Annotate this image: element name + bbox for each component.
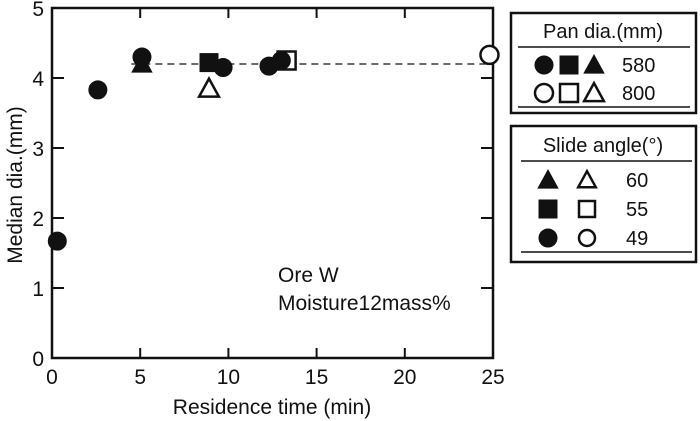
plot-area: 0 5 10 15 20 25 0 1 2 3 4 5 (32, 0, 504, 389)
data-point-circle-filled (88, 80, 108, 100)
y-tick-label: 0 (32, 348, 44, 371)
legend-marker-square-open (558, 82, 580, 104)
data-point-triangle-open (196, 76, 222, 98)
data-point-circle-filled (47, 231, 67, 251)
y-tick-label: 5 (32, 0, 44, 21)
legend-angle-60: 60 (626, 170, 648, 192)
legend-angle-title: Slide angle(°) (543, 135, 663, 157)
legend-marker-triangle-open (581, 80, 607, 103)
legend-pan-title: Pan dia.(mm) (543, 21, 663, 43)
legend-angle-49: 49 (626, 228, 648, 250)
x-tick-label: 20 (393, 366, 416, 389)
y-axis-label: Median dia.(mm) (4, 106, 27, 264)
legend-marker-square-filled (559, 55, 579, 75)
x-tick-label: 10 (217, 366, 240, 389)
x-axis-label: Residence time (min) (173, 396, 371, 419)
y-tick-label: 2 (32, 208, 44, 231)
legend-marker-circle-filled (534, 55, 554, 75)
annotation-ore: Ore W (278, 264, 339, 287)
y-tick-label: 4 (32, 68, 44, 91)
legend-marker-circle-open (577, 228, 597, 248)
legend-marker-circle-filled (538, 228, 558, 248)
data-point-circle-filled (213, 58, 233, 77)
x-tick-label: 25 (481, 366, 504, 389)
legend-angle-55: 55 (626, 199, 648, 221)
x-tick-label: 0 (46, 366, 58, 389)
legend-marker-square-open (577, 199, 597, 219)
legend-pan-diameter: Pan dia.(mm) 580 800 (509, 11, 698, 115)
x-tick-label: 5 (134, 366, 146, 389)
legend-marker-circle-open (533, 82, 555, 104)
y-tick-label: 3 (32, 138, 44, 161)
legend-marker-triangle-open (576, 168, 598, 189)
legend-marker-square-filled (538, 199, 558, 219)
legend-marker-triangle-filled (583, 54, 605, 74)
legend-marker-triangle-filled (537, 169, 559, 189)
legend-pan-580: 580 (622, 55, 655, 77)
data-point-circle-filled (132, 47, 152, 67)
data-point-circle-open (479, 44, 500, 66)
data-point-circle-filled (271, 51, 291, 70)
plot-frame (50, 6, 495, 360)
y-tick-label: 1 (32, 278, 44, 301)
legend-slide-angle: Slide angle(°) 60 55 49 (509, 124, 698, 264)
x-tick-label: 15 (305, 366, 328, 389)
annotation-moisture: Moisture12mass% (278, 292, 451, 315)
legend-pan-800: 800 (622, 83, 655, 105)
